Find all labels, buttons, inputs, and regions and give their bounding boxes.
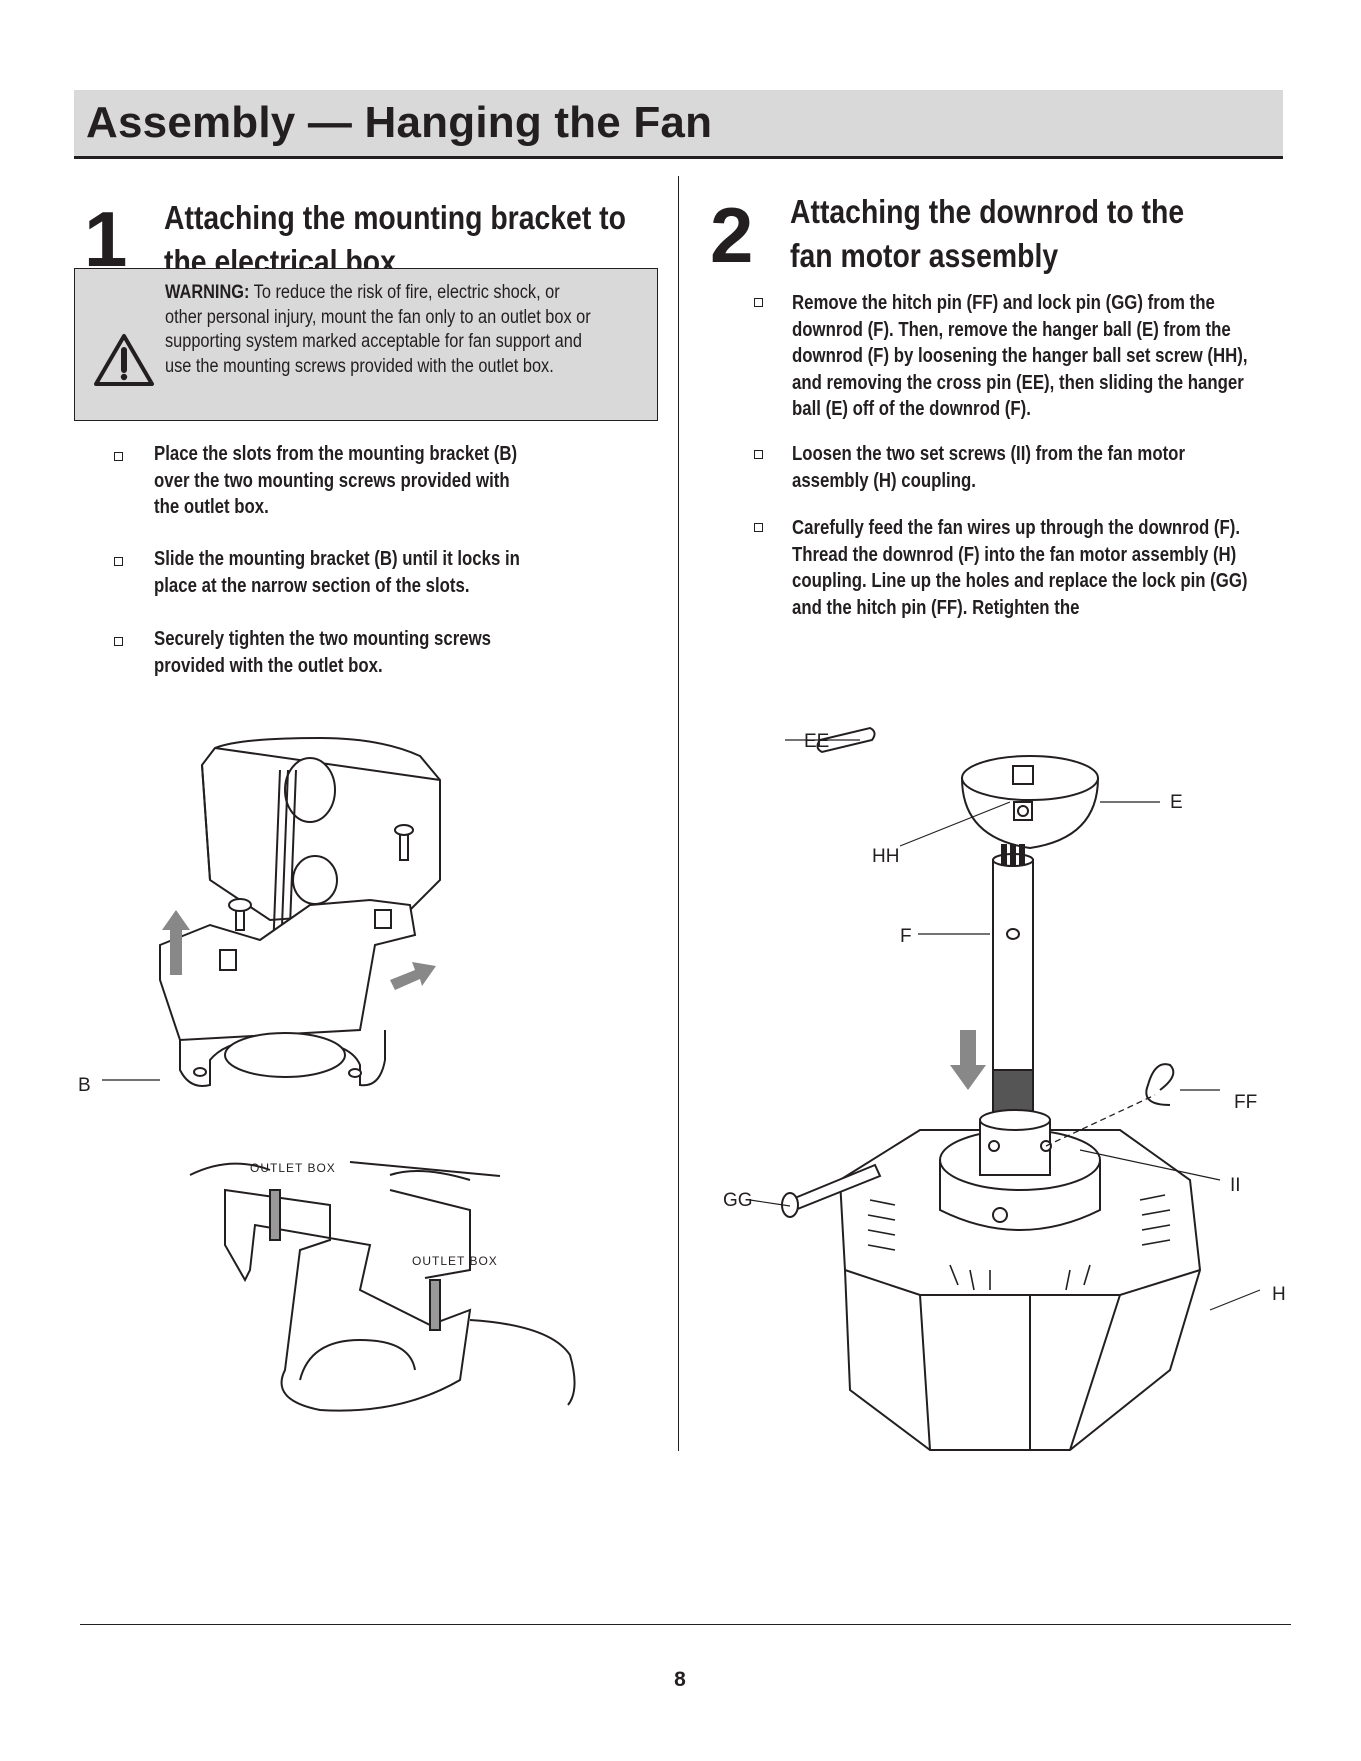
- step-1-heading: Attaching the mounting bracket to the el…: [164, 196, 701, 284]
- step-2-heading-line-2: fan motor assembly: [790, 237, 1059, 274]
- bullet-line: provided with the outlet box.: [154, 654, 383, 677]
- step-2-bullet-2: Loosen the two set screws (II) from the …: [792, 441, 1185, 494]
- bullet-line: and removing the cross pin (EE), then sl…: [792, 371, 1244, 394]
- bullet-line: Remove the hitch pin (FF) and lock pin (…: [792, 292, 1215, 314]
- bullet-line: ball (E) off of the downrod (F).: [792, 398, 1031, 420]
- bullet-line: Place the slots from the mounting bracke…: [154, 443, 518, 465]
- bullet-line: assembly (H) coupling.: [792, 469, 976, 492]
- step-1-heading-line-1: Attaching the mounting bracket to: [164, 199, 626, 236]
- warning-text: WARNING: To reduce the risk of fire, ele…: [165, 281, 647, 379]
- bullet-line: Loosen the two set screws (II) from the …: [792, 443, 1185, 465]
- checkbox-icon: [754, 298, 763, 307]
- bullet-line: the outlet box.: [154, 496, 269, 518]
- label-b: B: [78, 1075, 91, 1096]
- checkbox-icon: [114, 557, 123, 566]
- bullet-line: Slide the mounting bracket (B) until it …: [154, 548, 520, 570]
- warning-line-4: use the mounting screws provided with th…: [165, 355, 554, 377]
- step-2-number: 2: [710, 191, 754, 279]
- bracket-detail-illustration: [189, 1161, 576, 1412]
- step-2-bullet-1: Remove the hitch pin (FF) and lock pin (…: [792, 290, 1248, 423]
- downrod-motor-illustration: [749, 726, 1261, 1451]
- label-gg: GG: [723, 1190, 753, 1211]
- label-f: F: [900, 926, 912, 947]
- warning-line-2: other personal injury, mount the fan onl…: [165, 306, 591, 328]
- checkbox-icon: [754, 523, 763, 532]
- label-outlet-box-1: OUTLET BOX: [250, 1161, 336, 1175]
- warning-box: WARNING: To reduce the risk of fire, ele…: [74, 268, 658, 421]
- step-1-bullet-1: Place the slots from the mounting bracke…: [154, 441, 517, 521]
- label-hh: HH: [872, 846, 900, 867]
- bullet-line: Securely tighten the two mounting screws: [154, 628, 491, 650]
- bullet-line: and the hitch pin (FF). Retighten the: [792, 596, 1080, 619]
- bullet-line: place at the narrow section of the slots…: [154, 574, 470, 597]
- page-title: Assembly — Hanging the Fan: [86, 98, 713, 147]
- column-divider: [678, 176, 679, 1451]
- label-e: E: [1170, 792, 1183, 813]
- bullet-line: Thread the downrod (F) into the fan moto…: [792, 543, 1237, 566]
- warning-label: WARNING:: [165, 282, 250, 303]
- footer-divider: [80, 1624, 1291, 1625]
- bullet-line: over the two mounting screws provided wi…: [154, 469, 510, 492]
- label-ff: FF: [1234, 1092, 1258, 1113]
- checkbox-icon: [754, 450, 763, 459]
- label-ee: EE: [804, 731, 830, 752]
- label-h: H: [1272, 1284, 1286, 1305]
- label-outlet-box-2: OUTLET BOX: [412, 1254, 498, 1268]
- checkbox-icon: [114, 637, 123, 646]
- step-1-bullet-2: Slide the mounting bracket (B) until it …: [154, 546, 520, 599]
- warning-line-1: To reduce the risk of fire, electric sho…: [249, 282, 560, 303]
- mounting-bracket-illustration: [102, 736, 441, 1087]
- bullet-line: downrod (F). Then, remove the hanger bal…: [792, 318, 1231, 341]
- page-number: 8: [674, 1668, 686, 1691]
- section-title-bar: Assembly — Hanging the Fan: [74, 90, 1283, 159]
- checkbox-icon: [114, 452, 123, 461]
- label-ii: II: [1230, 1175, 1241, 1196]
- step-1-bullet-3: Securely tighten the two mounting screws…: [154, 626, 491, 679]
- step-2-heading: Attaching the downrod to the fan motor a…: [790, 190, 1248, 278]
- step-2-bullet-3: Carefully feed the fan wires up through …: [792, 515, 1248, 621]
- bullet-line: downrod (F) by loosening the hanger ball…: [792, 345, 1248, 367]
- step-1-number: 1: [84, 195, 128, 283]
- bullet-line: coupling. Line up the holes and replace …: [792, 570, 1248, 592]
- bullet-line: Carefully feed the fan wires up through …: [792, 517, 1241, 539]
- warning-triangle-icon: [94, 334, 154, 386]
- step-2-heading-line-1: Attaching the downrod to the: [790, 193, 1185, 230]
- warning-line-3: supporting system marked acceptable for …: [165, 331, 582, 352]
